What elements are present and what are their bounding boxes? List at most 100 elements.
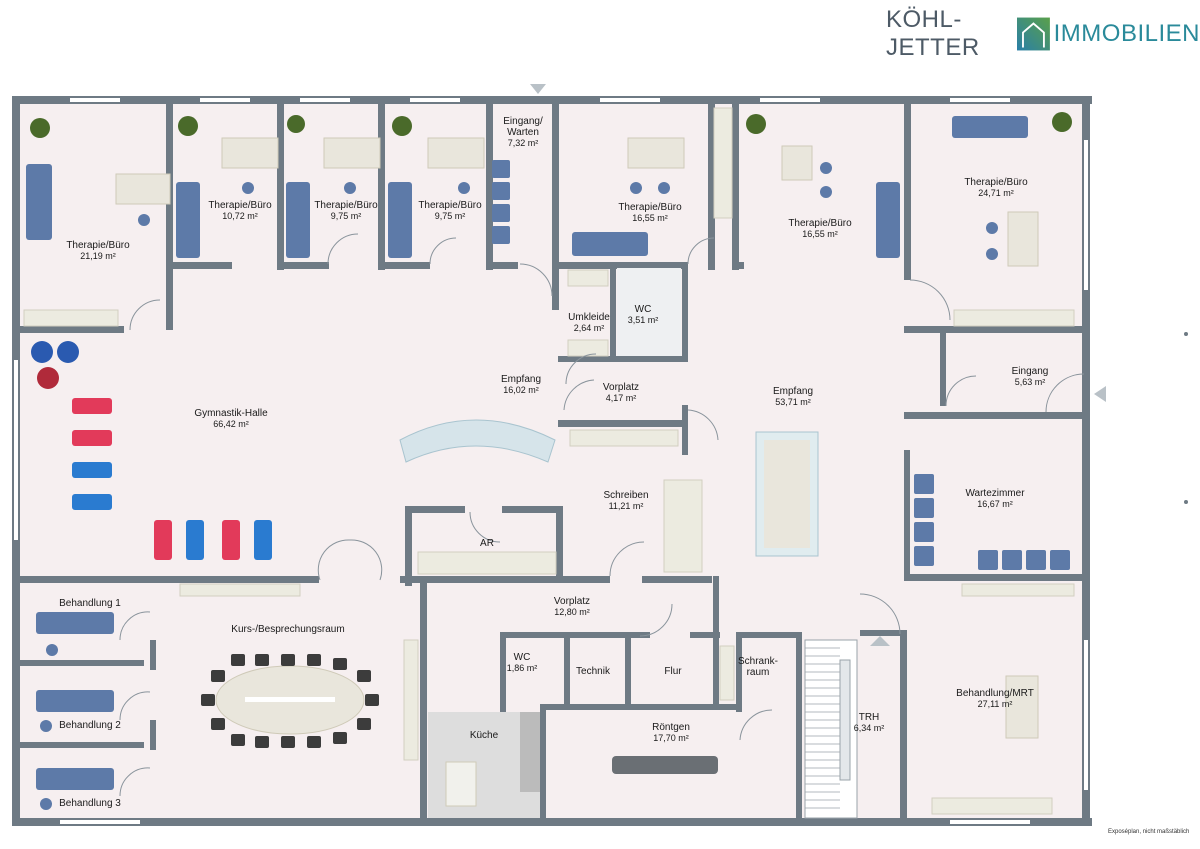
room-schrankraum-name: Schrank- <box>738 656 778 667</box>
conference-chair <box>333 732 347 744</box>
room-trh-area: 6,34 m² <box>854 723 885 733</box>
logo-text-left: KÖHL-JETTER <box>886 6 980 61</box>
desks <box>115 137 1039 739</box>
room-therapie-1-area: 21,19 m² <box>80 251 116 261</box>
room-ar-name: AR <box>480 538 494 549</box>
cabinets <box>23 107 1075 815</box>
conference-chair <box>357 718 371 730</box>
room-empfang-1-area: 16,02 m² <box>503 385 539 395</box>
room-empfang-2-area: 53,71 m² <box>775 397 811 407</box>
room-behandlung-2-name: Behandlung 2 <box>59 720 121 731</box>
xray-machine <box>612 756 718 774</box>
gym-balls <box>31 341 79 389</box>
room-therapie-4-area: 9,75 m² <box>435 211 466 221</box>
entrance-arrow-top <box>530 84 546 94</box>
room-wartezimmer-area: 16,67 m² <box>977 499 1013 509</box>
conference-chair <box>365 694 379 706</box>
scale-note: Exposéplan, nicht maßstäblich <box>1108 829 1190 835</box>
treatment-beds <box>26 116 1028 790</box>
interior-walls <box>14 100 1084 822</box>
room-schreiben-area: 11,21 m² <box>609 501 644 511</box>
room-vorplatz-2-name: Vorplatz <box>554 596 590 607</box>
conference-table <box>215 665 365 735</box>
room-therapie-3-area: 9,75 m² <box>331 211 362 221</box>
edge-marker <box>1184 500 1188 504</box>
conference-chair <box>231 734 245 746</box>
room-umkleide-area: 2,64 m² <box>574 323 605 333</box>
room-technik-name: Technik <box>576 666 611 677</box>
conference-chairs <box>201 654 379 748</box>
room-wartezimmer-name: Wartezimmer <box>965 488 1025 499</box>
room-vorplatz-1-name: Vorplatz <box>603 382 639 393</box>
room-therapie-7-area: 24,71 m² <box>978 188 1014 198</box>
conference-chair <box>255 654 269 666</box>
room-behandlung-mrt-name: Behandlung/MRT <box>956 688 1034 699</box>
room-kurs-name: Kurs-/Besprechungsraum <box>231 624 344 635</box>
room-empfang-1-name: Empfang <box>501 374 541 385</box>
room-gymnastik-area: 66,42 m² <box>213 419 249 429</box>
conference-chair <box>307 654 321 666</box>
room-eingang-name: Eingang <box>1012 366 1049 377</box>
room-kueche-name: Küche <box>470 730 499 741</box>
windows <box>14 98 1088 824</box>
chairs <box>40 162 998 810</box>
edge-marker <box>1184 332 1188 336</box>
room-roentgen-name: Röntgen <box>652 722 690 733</box>
door-swings <box>119 233 1085 797</box>
conference-chair <box>201 694 215 706</box>
room-gymnastik-name: Gymnastik-Halle <box>194 408 268 419</box>
room-eingang-warten-name: Warten <box>507 127 539 138</box>
logo-text-right: IMMOBILIEN <box>1053 20 1200 47</box>
room-vorplatz-1-area: 4,17 m² <box>606 393 637 403</box>
room-umkleide-name: Umkleide <box>568 312 610 323</box>
entrance-arrow-right <box>1094 386 1106 402</box>
conference-chair <box>255 736 269 748</box>
room-therapie-6-area: 16,55 m² <box>802 229 838 239</box>
house-logo-icon <box>1016 17 1050 51</box>
room-wc-1-name: WC <box>635 304 652 315</box>
room-empfang-2-name: Empfang <box>773 386 813 397</box>
company-logo: KÖHL-JETTER IMMOBILIEN <box>886 6 1200 61</box>
room-therapie-2-name: Therapie/Büro <box>208 200 272 211</box>
room-behandlung-3-name: Behandlung 3 <box>59 798 121 809</box>
room-wc-2-name: WC <box>514 652 531 663</box>
gym-mats <box>72 398 272 560</box>
room-roentgen-area: 17,70 m² <box>653 733 689 743</box>
conference-chair <box>211 670 225 682</box>
staircase <box>804 639 858 819</box>
room-schrankraum-name: raum <box>747 667 770 678</box>
room-flur-name: Flur <box>664 666 682 677</box>
kitchen-table <box>445 761 477 807</box>
room-wc-2-area: 1,86 m² <box>507 663 538 673</box>
room-therapie-2-area: 10,72 m² <box>222 211 258 221</box>
reception-desk-top <box>764 440 810 548</box>
stair-steps <box>805 647 840 809</box>
room-schreiben-name: Schreiben <box>603 490 648 501</box>
conference-chair <box>281 736 295 748</box>
room-eingang-warten-name: Eingang/ <box>503 116 543 127</box>
conference-chair <box>333 658 347 670</box>
room-therapie-5-area: 16,55 m² <box>632 213 668 223</box>
room-trh-name: TRH <box>859 712 880 723</box>
room-therapie-7-name: Therapie/Büro <box>964 177 1028 188</box>
room-vorplatz-2-area: 12,80 m² <box>554 607 590 617</box>
room-wc-1-area: 3,51 m² <box>628 315 659 325</box>
room-therapie-3-name: Therapie/Büro <box>314 200 378 211</box>
room-behandlung-mrt-area: 27,11 m² <box>978 699 1013 709</box>
wc-floor <box>617 268 681 356</box>
conference-chair <box>307 736 321 748</box>
plants <box>30 112 1072 138</box>
conference-chair <box>357 670 371 682</box>
room-therapie-5-name: Therapie/Büro <box>618 202 682 213</box>
reception-desk-curved <box>399 419 556 463</box>
conference-chair <box>211 718 225 730</box>
stairs-arrow <box>870 636 890 646</box>
kitchen-counter <box>520 712 540 792</box>
room-behandlung-1-name: Behandlung 1 <box>59 598 121 609</box>
waiting-chairs <box>492 160 1070 570</box>
room-therapie-6-name: Therapie/Büro <box>788 218 852 229</box>
room-therapie-4-name: Therapie/Büro <box>418 200 482 211</box>
room-eingang-area: 5,63 m² <box>1015 377 1046 387</box>
